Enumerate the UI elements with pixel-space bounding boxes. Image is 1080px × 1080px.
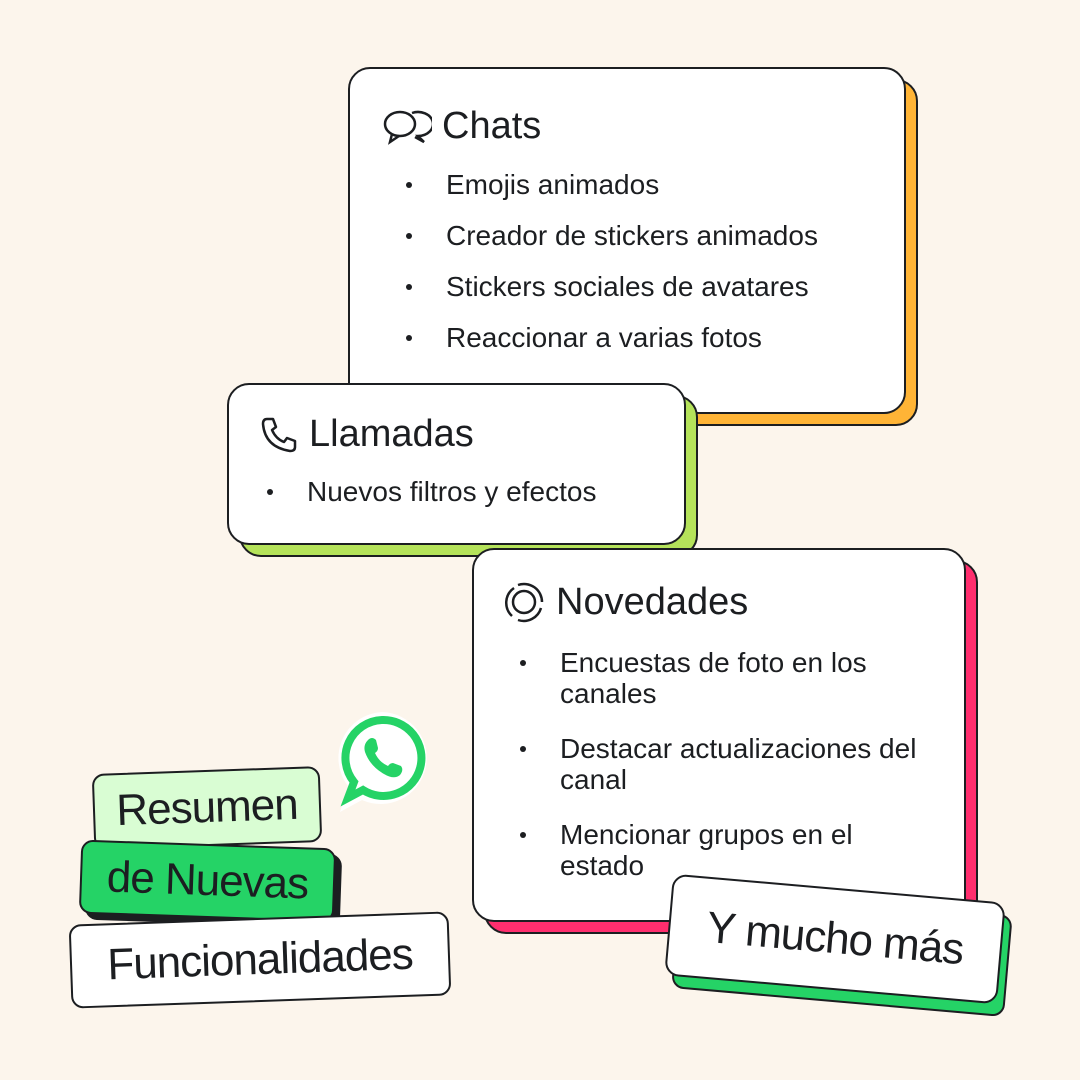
- updates-item: Mencionar grupos en el estado: [520, 819, 920, 881]
- phone-icon: [261, 417, 297, 452]
- heading-line3: Funcionalidades: [68, 911, 452, 1009]
- chats-card: Chats Emojis animados Creador de sticker…: [348, 67, 906, 414]
- updates-icon: [505, 582, 544, 623]
- heading-line1-text: Resumen: [115, 779, 299, 836]
- whatsapp-logo-icon: [338, 712, 427, 812]
- heading-line1: Resumen: [91, 766, 323, 850]
- chats-item: Emojis animados: [406, 169, 818, 200]
- chat-bubbles-icon: [383, 110, 432, 145]
- chats-item: Creador de stickers animados: [406, 220, 818, 251]
- heading-line3-text: Funcionalidades: [106, 929, 414, 990]
- calls-title: Llamadas: [309, 413, 474, 455]
- chats-item: Reaccionar a varias fotos: [406, 322, 818, 353]
- chats-item: Stickers sociales de avatares: [406, 271, 818, 302]
- updates-item: Encuestas de foto en los canales: [520, 647, 920, 709]
- updates-card: Novedades Encuestas de foto en los canal…: [472, 548, 966, 922]
- calls-card: Llamadas Nuevos filtros y efectos: [227, 383, 686, 545]
- updates-item: Destacar actualizaciones del canal: [520, 733, 920, 795]
- updates-title: Novedades: [556, 580, 749, 623]
- heading-line2: de Nuevas: [78, 839, 337, 923]
- heading-line2-text: de Nuevas: [106, 852, 309, 909]
- calls-item: Nuevos filtros y efectos: [267, 476, 596, 507]
- chats-title: Chats: [442, 105, 542, 147]
- more-text: Y mucho más: [704, 902, 966, 975]
